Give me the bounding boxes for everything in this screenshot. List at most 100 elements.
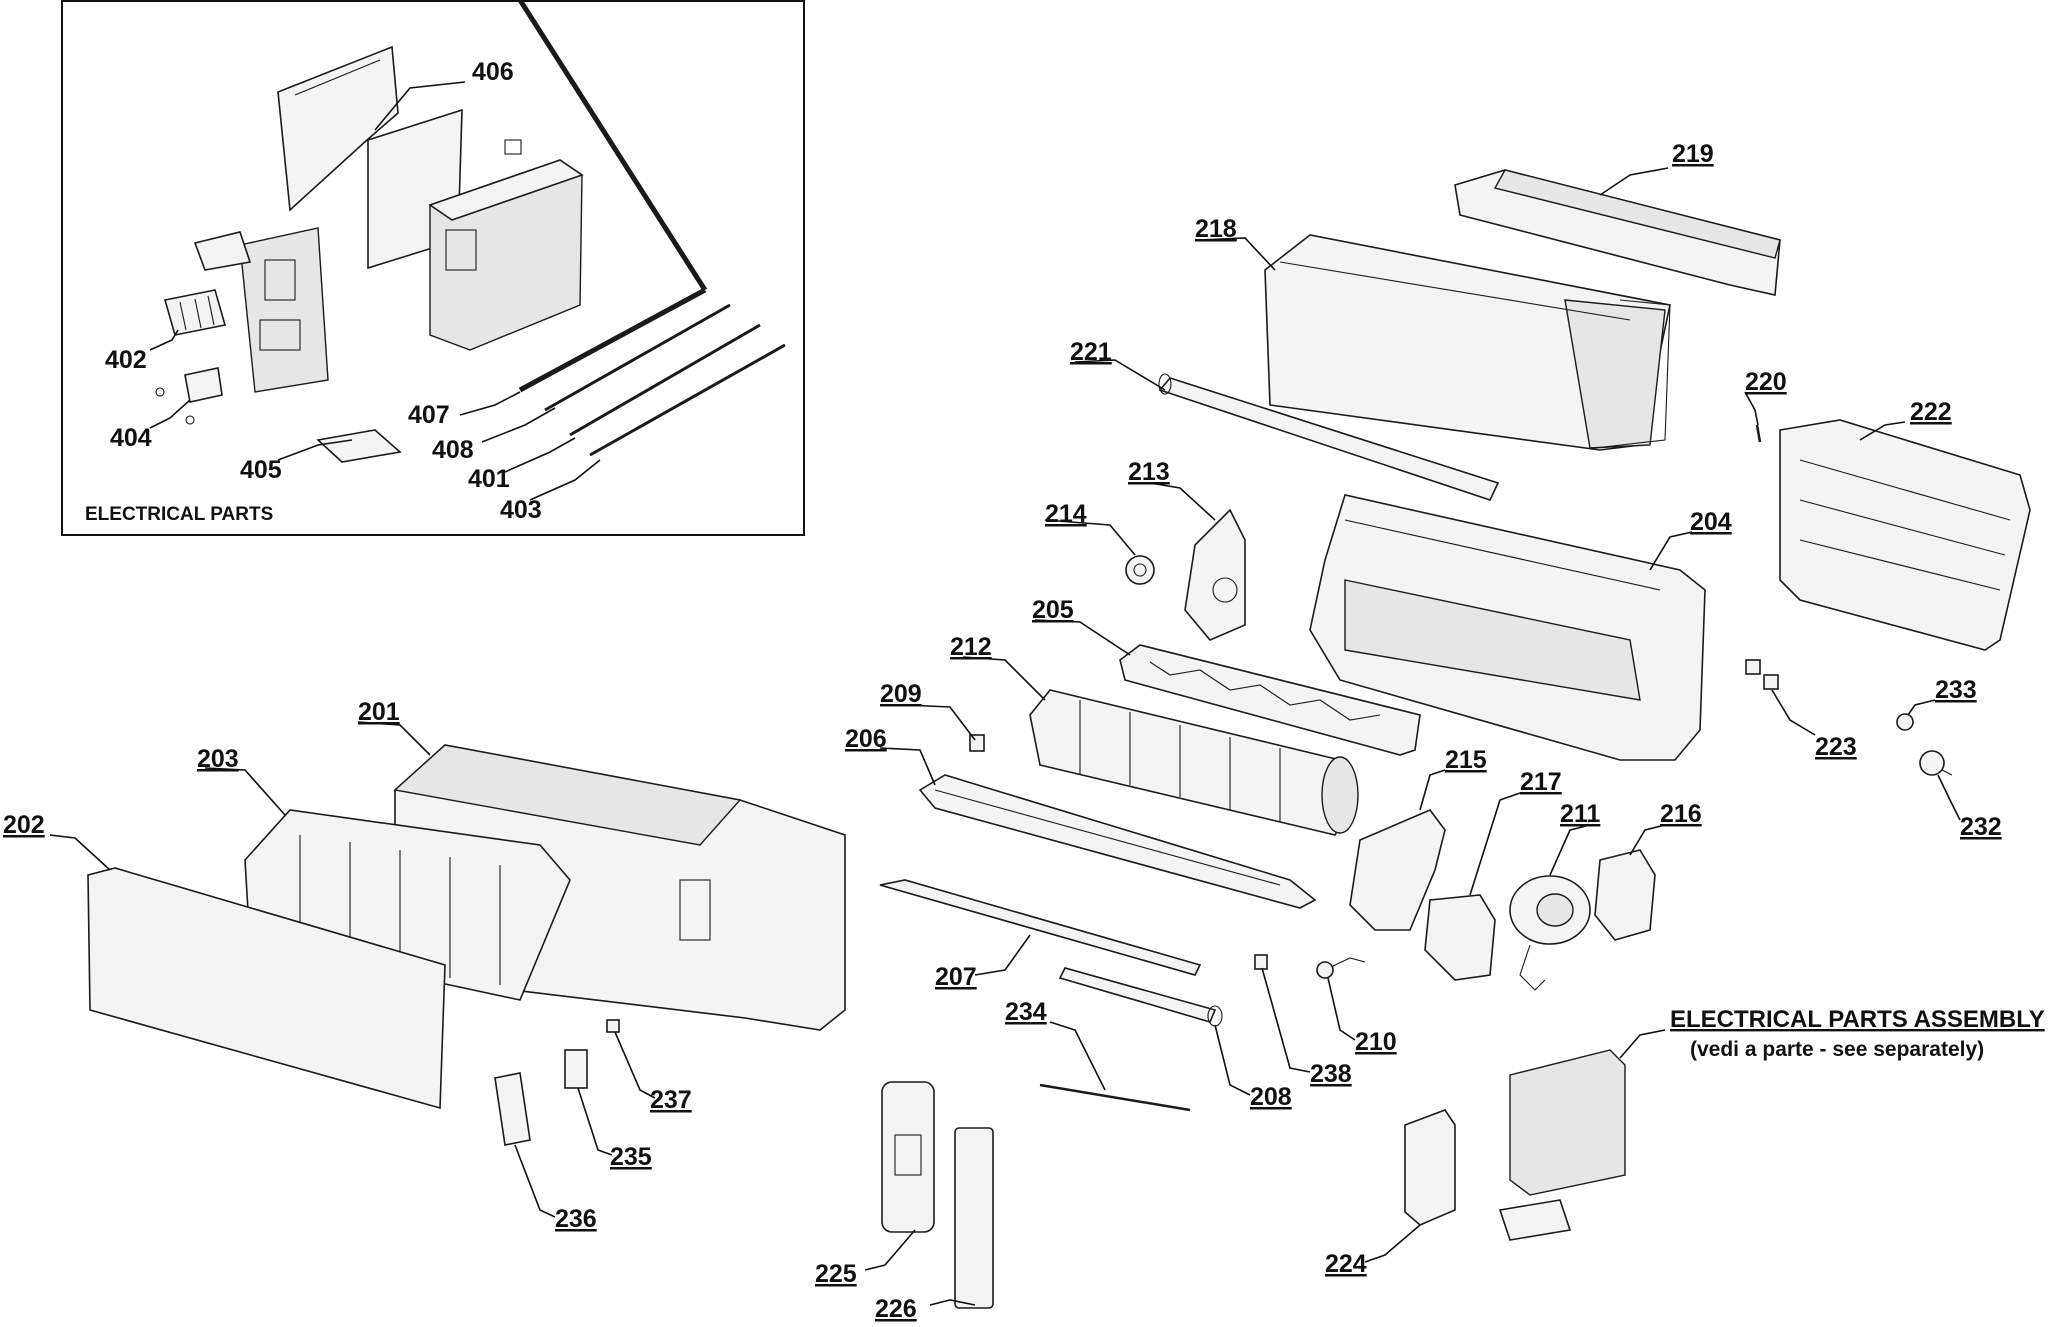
- label-407: 407: [408, 401, 450, 429]
- leader-207: [974, 934, 1031, 976]
- leader-232: [1937, 774, 1961, 821]
- label-214: 214: [1045, 500, 1087, 528]
- label-219: 219: [1672, 140, 1714, 168]
- label-202: 202: [3, 811, 45, 839]
- part-222-mounting-plate: [1779, 419, 2031, 651]
- part-225-remote-control: [881, 1081, 935, 1233]
- part-202-front-panel: [87, 867, 446, 1110]
- part-215-motor-cover: [1349, 809, 1446, 931]
- leader-238: [1261, 967, 1311, 1073]
- leader-403: [529, 459, 601, 501]
- part-210-sensor: [1316, 957, 1366, 979]
- part-219-drain-pan: [1454, 169, 1781, 296]
- leader-218: [1199, 237, 1276, 271]
- part-233-sensor: [1896, 713, 1914, 731]
- electrical-parts-inset: 406 402 404 405 407 408 401 403 ELECTRIC…: [61, 0, 805, 536]
- label-221: 221: [1070, 338, 1112, 366]
- part-216-motor-clamp: [1594, 849, 1656, 941]
- label-402: 402: [105, 346, 147, 374]
- label-217: 217: [1520, 768, 1562, 796]
- leader-217: [1469, 792, 1521, 896]
- part-207-lower-louver: [879, 879, 1202, 976]
- label-220: 220: [1745, 368, 1787, 396]
- leader-222: [1859, 421, 1906, 441]
- label-234: 234: [1005, 998, 1047, 1026]
- leader-223: [1771, 689, 1816, 736]
- leader-405: [277, 439, 353, 461]
- label-216: 216: [1660, 800, 1702, 828]
- part-214-bushing: [1125, 555, 1155, 585]
- leader-235: [577, 1087, 613, 1156]
- leader-209: [904, 704, 976, 741]
- part-238-screw: [1254, 954, 1268, 970]
- part-212-crossflow-fan: [1029, 689, 1359, 836]
- label-235: 235: [610, 1143, 652, 1171]
- inset-caption: ELECTRICAL PARTS: [85, 504, 273, 525]
- assembly-subheading: (vedi a parte - see separately): [1690, 1038, 1984, 1061]
- part-234-wire: [1039, 1083, 1191, 1112]
- part-235-display: [564, 1049, 588, 1089]
- part-terminal-housing: [193, 227, 329, 393]
- assembly-heading: ELECTRICAL PARTS ASSEMBLY: [1670, 1006, 2045, 1033]
- part-221-tube: [1158, 373, 1500, 501]
- leader-215: [1419, 769, 1446, 811]
- leader-216: [1629, 824, 1666, 856]
- label-408: 408: [432, 436, 474, 464]
- leader-237: [614, 1031, 656, 1099]
- leader-assembly: [1619, 1029, 1666, 1059]
- leader-221: [1074, 359, 1166, 391]
- label-210: 210: [1355, 1028, 1397, 1056]
- leader-234: [1049, 1021, 1106, 1091]
- part-217-motor-holder: [1424, 894, 1496, 981]
- leader-226: [929, 1299, 976, 1306]
- label-225: 225: [815, 1260, 857, 1288]
- label-232: 232: [1960, 813, 2002, 841]
- leader-213: [1149, 482, 1216, 521]
- label-236: 236: [555, 1205, 597, 1233]
- label-238: 238: [1310, 1060, 1352, 1088]
- leader-402: [149, 329, 179, 351]
- leader-211: [1549, 824, 1591, 876]
- label-208: 208: [1250, 1083, 1292, 1111]
- label-206: 206: [845, 725, 887, 753]
- leader-225: [864, 1229, 916, 1271]
- leader-202: [49, 834, 111, 871]
- label-401: 401: [468, 465, 510, 493]
- part-223-clips: [1745, 659, 1779, 690]
- part-204-chassis: [1309, 494, 1706, 761]
- label-215: 215: [1445, 746, 1487, 774]
- label-405: 405: [240, 456, 282, 484]
- part-211-fan-motor: [1509, 875, 1591, 991]
- leader-236: [514, 1144, 556, 1218]
- leader-208: [1214, 1024, 1251, 1096]
- leader-407: [459, 391, 521, 416]
- label-211: 211: [1560, 800, 1600, 828]
- leader-201: [357, 721, 431, 756]
- part-226-remote-holder: [954, 1127, 994, 1309]
- label-213: 213: [1128, 458, 1170, 486]
- leader-408: [481, 407, 556, 443]
- part-control-box: [428, 139, 584, 351]
- leader-233: [1907, 699, 1936, 716]
- part-cables: [517, 0, 786, 457]
- part-402-terminal-block: [163, 289, 227, 336]
- leader-401: [504, 437, 576, 473]
- leader-224: [1364, 1224, 1421, 1263]
- label-406: 406: [472, 58, 514, 86]
- label-207: 207: [935, 963, 977, 991]
- part-205-louver: [1119, 644, 1421, 756]
- label-233: 233: [1935, 676, 1977, 704]
- label-222: 222: [1910, 398, 1952, 426]
- part-208-drain-hose: [1058, 967, 1223, 1027]
- leader-203: [204, 767, 286, 816]
- part-218-evaporator: [1264, 234, 1671, 451]
- label-203: 203: [197, 745, 239, 773]
- part-405-plate: [316, 429, 402, 463]
- leader-204: [1649, 531, 1693, 571]
- part-404-clamp: [155, 367, 223, 425]
- label-212: 212: [950, 633, 992, 661]
- leader-212: [962, 656, 1046, 701]
- leader-205: [1034, 619, 1131, 656]
- part-213-bearing-bracket: [1184, 508, 1246, 641]
